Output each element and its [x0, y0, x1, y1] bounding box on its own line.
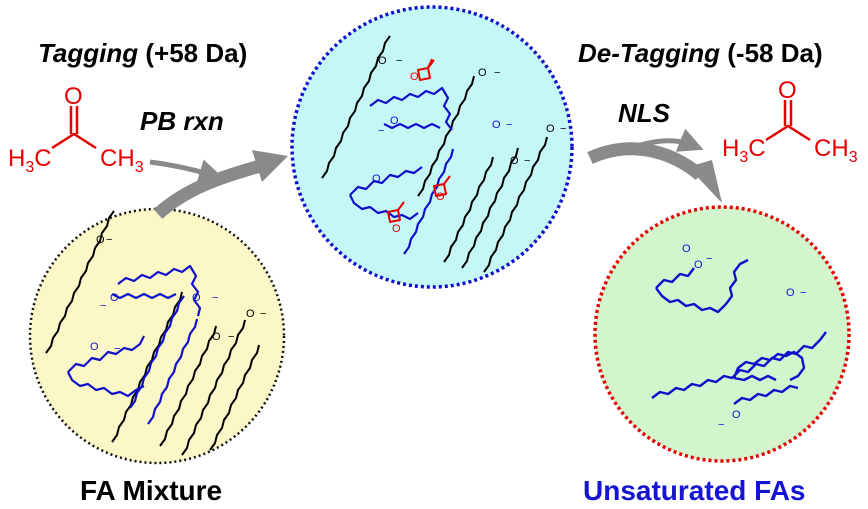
tagging-label: Tagging (-58 Da) (+58 Da)	[38, 38, 247, 68]
svg-text:−: −	[378, 125, 384, 137]
svg-text:CH3: CH3	[814, 135, 858, 166]
svg-text:−: −	[260, 308, 266, 320]
unsaturated-fa-circle	[593, 205, 851, 463]
svg-text:O: O	[682, 243, 691, 255]
pb-reaction-arrow	[149, 150, 288, 219]
svg-text:O: O	[732, 409, 741, 421]
pb-rxn-label: PB rxn	[140, 106, 224, 136]
svg-text:O: O	[510, 155, 519, 167]
svg-text:O: O	[436, 191, 445, 203]
svg-text:O: O	[694, 259, 703, 271]
detagging-label: De-Tagging (-58 Da)	[578, 38, 823, 68]
svg-text:O: O	[778, 77, 797, 104]
svg-text:−: −	[560, 123, 566, 135]
tagged-atoms: O O O O − O − O − O − O O − O −	[372, 55, 566, 235]
svg-text:−: −	[212, 292, 218, 304]
svg-text:O: O	[192, 292, 201, 304]
svg-text:H3C: H3C	[722, 135, 766, 166]
tagged-fa-chains: O O O O − O − O − O − O O − O −	[321, 35, 566, 273]
svg-text:O: O	[110, 292, 119, 304]
svg-text:O: O	[392, 223, 401, 235]
svg-text:O: O	[372, 173, 381, 185]
svg-text:−: −	[718, 419, 724, 431]
svg-text:O: O	[390, 115, 399, 127]
svg-text:O: O	[546, 123, 555, 135]
fa-mixture-circle	[28, 207, 286, 465]
svg-text:−: −	[706, 253, 712, 265]
svg-text:−: −	[506, 119, 512, 131]
svg-text:−: −	[524, 155, 530, 167]
svg-text:O: O	[410, 71, 419, 83]
fa-mixture-chains: O − O − O − O − O − O −	[45, 210, 266, 456]
unsaturated-atoms: O O − O − O −	[682, 243, 806, 431]
unsaturated-fa-chains: O O − O − O −	[651, 243, 827, 431]
svg-text:−: −	[396, 55, 402, 67]
nls-label: NLS	[618, 98, 671, 128]
svg-text:−: −	[106, 234, 112, 246]
unsaturated-fas-label: Unsaturated FAs	[583, 475, 806, 506]
svg-text:H3C: H3C	[8, 145, 52, 176]
svg-text:O: O	[786, 287, 795, 299]
svg-text:O: O	[96, 234, 105, 246]
mixture-carboxylate-heads: O − O − O − O − O − O −	[90, 234, 266, 355]
svg-text:O: O	[212, 331, 221, 343]
svg-text:O: O	[492, 119, 501, 131]
svg-text:O: O	[246, 308, 255, 320]
svg-text:O: O	[90, 341, 99, 353]
tagged-fa-circle	[290, 5, 574, 289]
svg-text:−: −	[228, 331, 234, 343]
fa-mixture-label: FA Mixture	[80, 475, 222, 506]
svg-text:CH3: CH3	[100, 145, 144, 176]
svg-text:−: −	[494, 67, 500, 79]
svg-text:O: O	[378, 55, 387, 67]
svg-text:−: −	[100, 300, 106, 312]
acetone-released-molecule: O H3C CH3	[722, 77, 858, 166]
svg-text:−: −	[114, 343, 120, 355]
nls-arrow	[587, 128, 722, 203]
svg-text:O: O	[478, 67, 487, 79]
acetone-tag-molecule: O H3C CH3	[8, 83, 144, 176]
svg-text:O: O	[64, 83, 83, 110]
svg-text:−: −	[800, 287, 806, 299]
